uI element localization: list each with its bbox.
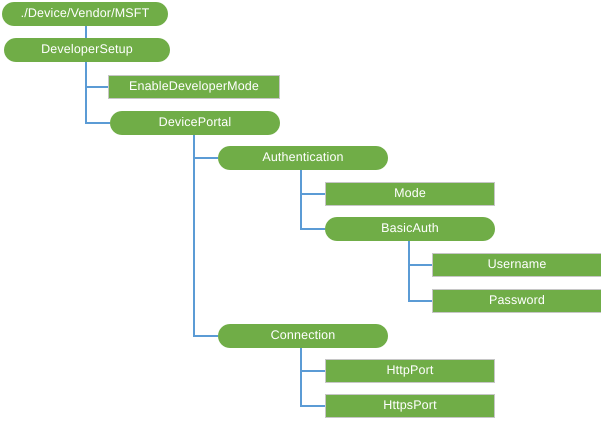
tree-node-developersetup[interactable]: DeveloperSetup: [4, 38, 170, 62]
connector-developersetup-to-enabledevelopermode: [85, 62, 108, 88]
tree-node-mode[interactable]: Mode: [325, 182, 495, 206]
tree-node-label-connection: Connection: [270, 328, 336, 343]
tree-node-label-deviceportal: DevicePortal: [158, 115, 232, 130]
tree-node-label-username: Username: [487, 257, 547, 272]
tree-node-httpport[interactable]: HttpPort: [325, 359, 495, 383]
tree-node-httpsport[interactable]: HttpsPort: [325, 394, 495, 418]
connector-authentication-to-basicauth: [300, 170, 325, 230]
tree-node-label-basicauth: BasicAuth: [381, 221, 439, 236]
tree-node-username[interactable]: Username: [432, 253, 601, 277]
tree-node-label-authentication: Authentication: [262, 150, 344, 165]
tree-node-authentication[interactable]: Authentication: [218, 146, 388, 170]
connector-basicauth-to-password: [408, 241, 432, 302]
tree-node-label-root: ./Device/Vendor/MSFT: [20, 6, 150, 21]
tree-node-label-mode: Mode: [394, 186, 426, 201]
connector-connection-to-httpport: [300, 348, 325, 372]
tree-node-label-enabledevelopermode: EnableDeveloperMode: [128, 79, 260, 94]
tree-node-label-password: Password: [488, 293, 546, 308]
tree-node-basicauth[interactable]: BasicAuth: [325, 217, 495, 241]
connector-developersetup-to-deviceportal: [85, 62, 110, 124]
tree-node-label-httpsport: HttpsPort: [383, 398, 437, 413]
tree-node-enabledevelopermode[interactable]: EnableDeveloperMode: [108, 75, 280, 99]
tree-node-label-developersetup: DeveloperSetup: [41, 42, 133, 57]
connector-deviceportal-to-authentication: [193, 135, 218, 159]
connector-authentication-to-mode: [300, 170, 325, 195]
connector-basicauth-to-username: [408, 241, 432, 266]
connector-deviceportal-to-connection: [193, 135, 218, 337]
tree-node-root[interactable]: ./Device/Vendor/MSFT: [2, 2, 168, 26]
connector-connection-to-httpsport: [300, 348, 325, 407]
tree-node-label-httpport: HttpPort: [386, 363, 434, 378]
tree-node-connection[interactable]: Connection: [218, 324, 388, 348]
tree-node-password[interactable]: Password: [432, 289, 601, 313]
tree-node-deviceportal[interactable]: DevicePortal: [110, 111, 280, 135]
